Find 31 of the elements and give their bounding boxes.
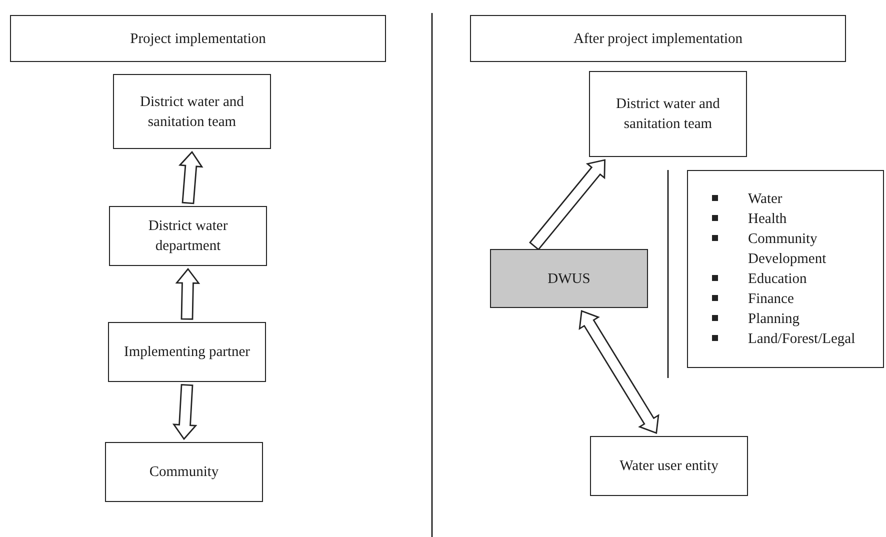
node-label: After project implementation xyxy=(572,30,744,48)
node-label: District water and sanitation team xyxy=(615,95,721,134)
process-box xyxy=(108,322,266,382)
double-block-arrow xyxy=(578,310,660,434)
node-label: District water and sanitation team xyxy=(139,92,245,132)
heading-box xyxy=(10,15,386,62)
node-label: Project implementation xyxy=(129,30,267,48)
node-label: Water user entity xyxy=(618,457,720,476)
process-box xyxy=(105,442,263,502)
node-label: District water department xyxy=(147,217,229,256)
process-box xyxy=(109,206,267,266)
heading-box xyxy=(470,15,846,62)
node-label: Implementing partner xyxy=(122,343,252,362)
list-item: Finance xyxy=(748,290,795,309)
block-arrow xyxy=(529,159,606,250)
block-arrow xyxy=(178,150,204,204)
list-item: Community Development xyxy=(748,230,828,269)
list-item: Planning xyxy=(748,310,801,329)
block-arrow xyxy=(175,268,200,320)
process-box xyxy=(113,74,271,149)
process-box xyxy=(590,436,748,496)
node-label: DWUS xyxy=(546,270,592,288)
list-item: Education xyxy=(748,270,808,289)
list-item: Land/Forest/Legal xyxy=(748,330,856,349)
process-box xyxy=(490,249,648,308)
list-item: Health xyxy=(748,210,788,229)
node-label: Community xyxy=(148,463,220,482)
list-box xyxy=(687,170,884,368)
process-box xyxy=(589,71,747,157)
list-item: Water xyxy=(748,190,784,209)
block-arrow xyxy=(172,384,198,440)
